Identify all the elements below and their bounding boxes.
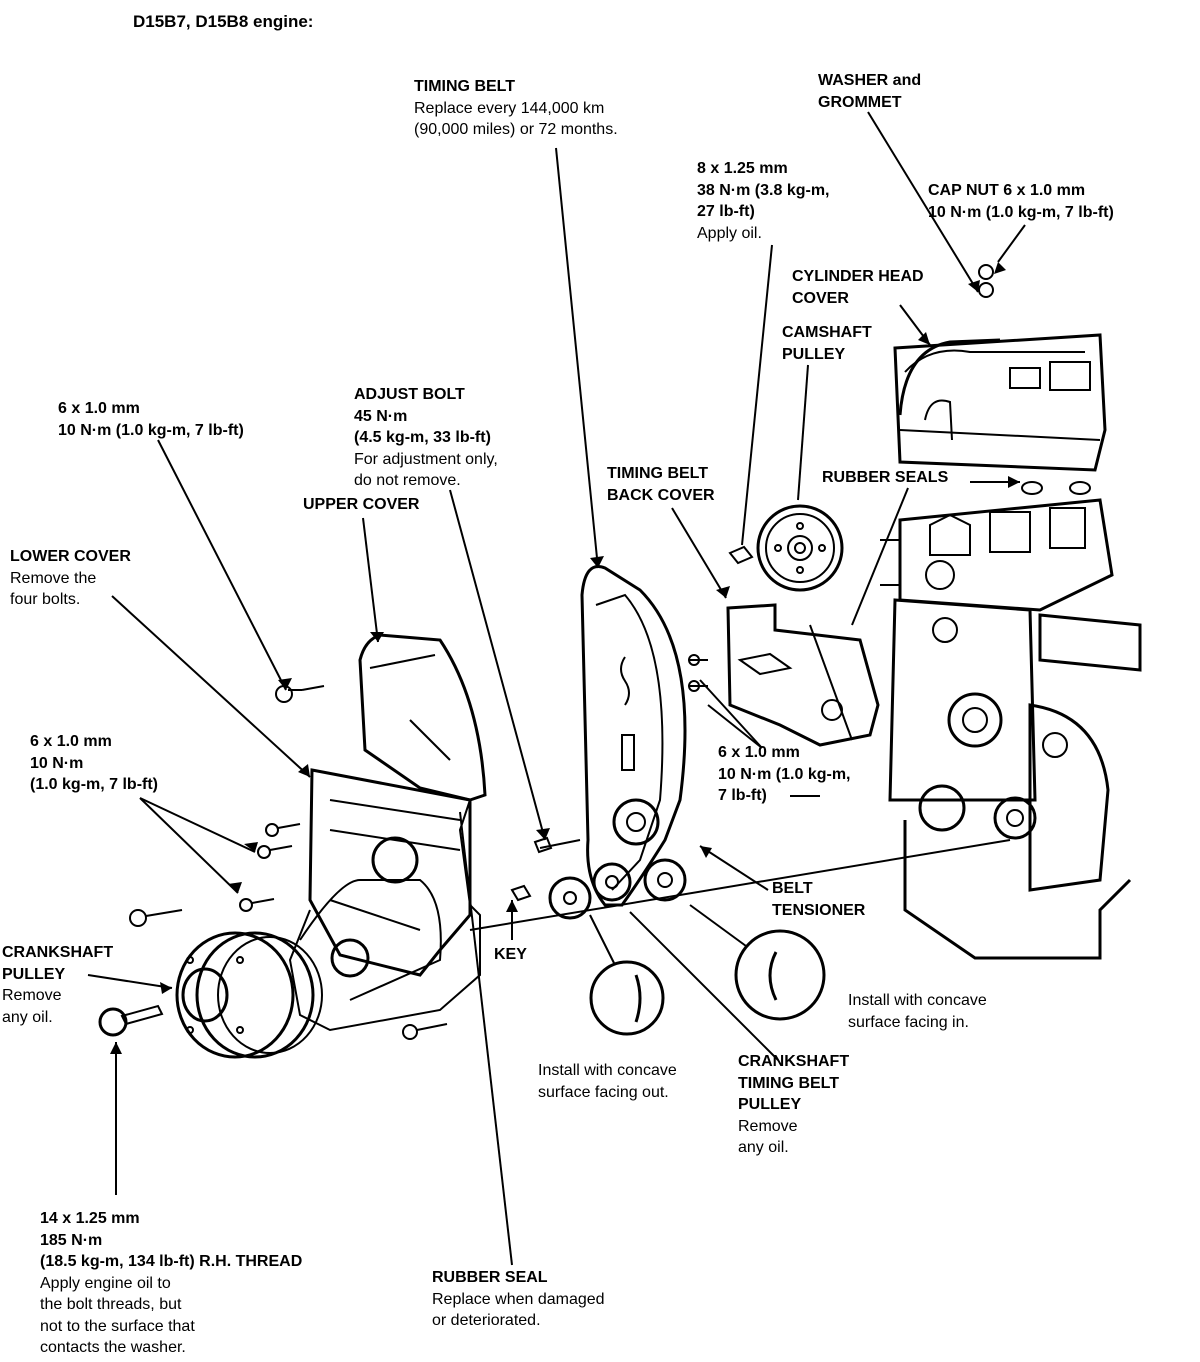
rubber-seal-art [288, 799, 481, 1032]
label-upper-bolt: 6 x 1.0 mm 10 N·m (1.0 kg-m, 7 lb-ft) [58, 398, 244, 441]
belt-tensioner-line-2: TENSIONER [772, 901, 866, 919]
camshaft-pulley-line-2: PULLEY [782, 345, 846, 363]
label-camshaft-pulley: CAMSHAFT PULLEY [782, 322, 872, 365]
timing-belt-art [580, 565, 687, 907]
rubber-seal-name: RUBBER SEAL [432, 1269, 548, 1286]
crank-bolt-spec-3: (18.5 kg-m, 134 lb-ft) R.H. THREAD [40, 1253, 303, 1270]
tensioner-art [510, 798, 687, 920]
label-belt-tensioner: BELT TENSIONER [772, 878, 865, 921]
concave-out-note-2: surface facing out. [538, 1083, 669, 1101]
crankshaft-pulley-line-2: PULLEY [2, 965, 66, 983]
label-cam-bolt: 8 x 1.25 mm 38 N·m (3.8 kg-m, 27 lb-ft) … [697, 158, 829, 244]
engine-block [880, 333, 1142, 960]
label-concave-out: Install with concave surface facing out. [538, 1060, 677, 1103]
upper-cover-art [275, 633, 487, 802]
rubber-seals-name: RUBBER SEALS [822, 469, 949, 486]
back-cover-bolts-spec-3: 7 lb-ft) [718, 787, 767, 804]
label-crankshaft-pulley: CRANKSHAFT PULLEY Remove any oil. [2, 942, 113, 1028]
adjust-bolt-spec-2: 45 N·m [354, 407, 408, 425]
label-rubber-seal: RUBBER SEAL Replace when damaged or dete… [432, 1267, 605, 1332]
crank-bolt-note-2: the bolt threads, but [40, 1296, 182, 1313]
timing-belt-note-1: Replace every 144,000 km [414, 99, 605, 117]
timing-belt-name: TIMING BELT [414, 78, 516, 95]
crank-bolt-spec-1: 14 x 1.25 mm [40, 1210, 140, 1227]
concave-in-note-1: Install with concave [848, 992, 987, 1009]
label-back-cover: TIMING BELT BACK COVER [607, 463, 715, 506]
concave-in-note-2: surface facing in. [848, 1013, 969, 1031]
upper-bolt-spec-2: 10 N·m (1.0 kg-m, 7 lb-ft) [58, 421, 244, 439]
key-name: KEY [494, 946, 527, 963]
crank-timing-pulley-line-3: PULLEY [738, 1096, 802, 1113]
label-lower-bolts: 6 x 1.0 mm 10 N·m (1.0 kg-m, 7 lb-ft) [30, 731, 158, 796]
rubber-seal-note-2: or deteriorated. [432, 1312, 541, 1329]
camshaft-pulley-art [728, 504, 844, 592]
upper-cover-name: UPPER COVER [303, 496, 420, 513]
back-cover-bolts-spec-1: 6 x 1.0 mm [718, 744, 800, 761]
cap-nut-spec-2: 10 N·m (1.0 kg-m, 7 lb-ft) [928, 203, 1114, 221]
crankshaft-pulley-line-1: CRANKSHAFT [2, 944, 114, 961]
back-cover-line-2: BACK COVER [607, 486, 715, 504]
lower-cover-art [239, 768, 472, 1040]
label-crank-bolt: 14 x 1.25 mm 185 N·m (18.5 kg-m, 134 lb-… [40, 1208, 302, 1359]
crankshaft-pulley-note-1: Remove [2, 987, 62, 1004]
crank-timing-pulley-line-2: TIMING BELT [738, 1074, 840, 1092]
adjust-bolt-spec-1: ADJUST BOLT [354, 386, 465, 403]
cap-nut-spec-1: CAP NUT 6 x 1.0 mm [928, 182, 1086, 199]
label-upper-cover: UPPER COVER [303, 494, 419, 516]
back-cover-bolts-spec-2: 10 N·m (1.0 kg-m, [718, 765, 851, 783]
rubber-seal-note-1: Replace when damaged [432, 1290, 605, 1308]
washer-grommet-line-2: GROMMET [818, 93, 902, 111]
adjust-bolt-spec-3: (4.5 kg-m, 33 lb-ft) [354, 429, 491, 446]
crank-bolt-note-3: not to the surface that [40, 1317, 195, 1335]
diagram-title: D15B7, D15B8 engine: [133, 12, 314, 31]
back-cover-line-1: TIMING BELT [607, 465, 709, 482]
washer-callouts [589, 929, 826, 1036]
label-washer-grommet: WASHER and GROMMET [818, 70, 921, 113]
label-key: KEY [494, 944, 527, 966]
lower-cover-note-2: four bolts. [10, 591, 81, 608]
crank-bolt-note-1: Apply engine oil to [40, 1274, 171, 1292]
upper-bolt-spec-1: 6 x 1.0 mm [58, 400, 140, 417]
label-lower-cover: LOWER COVER Remove the four bolts. [10, 546, 131, 611]
lower-bolts-spec-3: (1.0 kg-m, 7 lb-ft) [30, 776, 159, 793]
crank-bolt-note-4: contacts the washer. [40, 1339, 186, 1356]
adjust-bolt-note-1: For adjustment only, [354, 450, 498, 468]
cam-bolt-spec-3: 27 lb-ft) [697, 203, 755, 220]
adjust-bolt-note-2: do not remove. [354, 472, 461, 489]
lower-cover-name: LOWER COVER [10, 548, 131, 565]
label-crank-timing-pulley: CRANKSHAFT TIMING BELT PULLEY Remove any… [738, 1051, 849, 1159]
cam-bolt-spec-1: 8 x 1.25 mm [697, 160, 788, 177]
label-back-cover-bolts: 6 x 1.0 mm 10 N·m (1.0 kg-m, 7 lb-ft) [718, 742, 850, 807]
concave-out-note-1: Install with concave [538, 1062, 677, 1079]
lower-bolts-spec-1: 6 x 1.0 mm [30, 733, 112, 750]
cam-bolt-note: Apply oil. [697, 224, 762, 242]
label-adjust-bolt: ADJUST BOLT 45 N·m (4.5 kg-m, 33 lb-ft) … [354, 384, 498, 492]
label-cylinder-head-cover: CYLINDER HEAD COVER [792, 266, 924, 309]
crank-timing-pulley-note-2: any oil. [738, 1139, 789, 1156]
washer-grommet-line-1: WASHER and [818, 72, 922, 89]
crankshaft-pulley-art [98, 879, 442, 1059]
timing-belt-note-2: (90,000 miles) or 72 months. [414, 121, 618, 138]
crank-bolt-spec-2: 185 N·m [40, 1231, 103, 1249]
cylinder-head-cover-line-1: CYLINDER HEAD [792, 268, 924, 285]
lower-bolts-spec-2: 10 N·m [30, 754, 84, 772]
back-cover-art [688, 603, 880, 747]
arrowheads [110, 262, 1020, 1054]
crank-timing-pulley-line-1: CRANKSHAFT [738, 1053, 850, 1070]
label-timing-belt: TIMING BELT Replace every 144,000 km (90… [414, 76, 618, 141]
lower-cover-note-1: Remove the [10, 569, 97, 587]
cam-bolt-spec-2: 38 N·m (3.8 kg-m, [697, 181, 830, 199]
cylinder-head-cover-art [898, 264, 1092, 495]
label-concave-in: Install with concave surface facing in. [848, 990, 987, 1033]
crankshaft-pulley-note-2: any oil. [2, 1008, 53, 1026]
belt-tensioner-line-1: BELT [772, 880, 813, 897]
label-cap-nut: CAP NUT 6 x 1.0 mm 10 N·m (1.0 kg-m, 7 l… [928, 180, 1114, 223]
camshaft-pulley-line-1: CAMSHAFT [782, 324, 872, 341]
label-rubber-seals: RUBBER SEALS [822, 467, 948, 489]
crank-timing-pulley-note-1: Remove [738, 1117, 798, 1135]
cylinder-head-cover-line-2: COVER [792, 289, 849, 307]
